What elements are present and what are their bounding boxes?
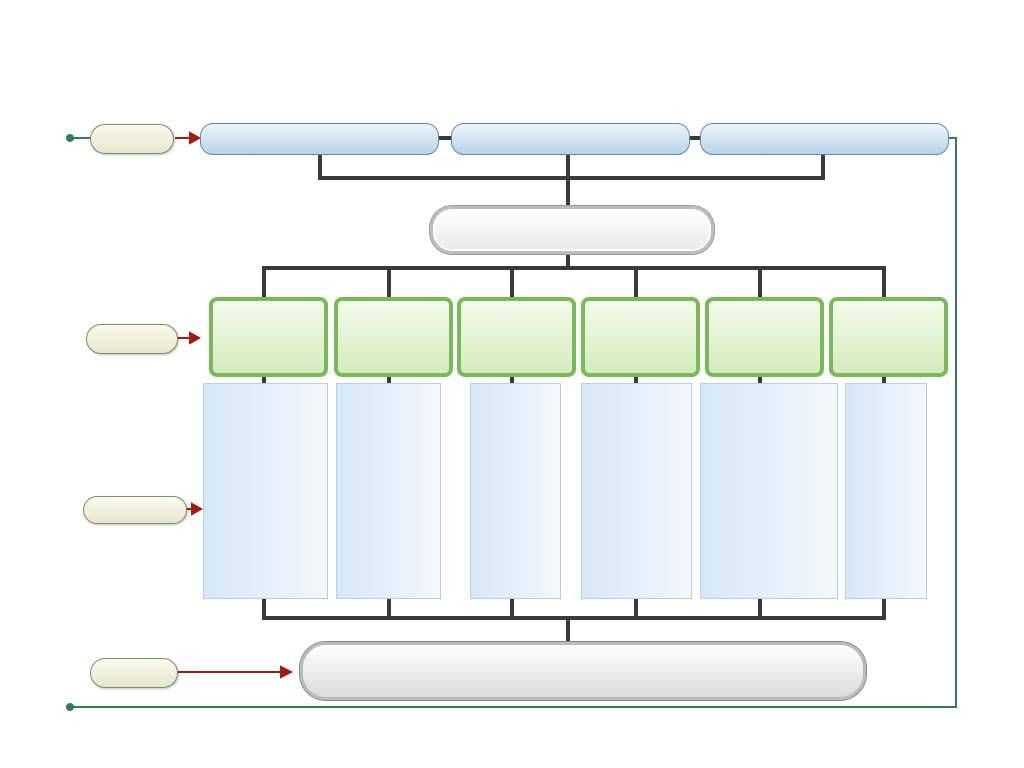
key-points-label <box>83 496 187 524</box>
guideline-box-1 <box>209 297 328 377</box>
background-item-2 <box>451 123 690 155</box>
key-points-box-2 <box>336 383 441 599</box>
frame-dot-top <box>66 134 74 142</box>
overall-goal-label <box>90 658 178 688</box>
key-points-box-4 <box>581 383 692 599</box>
background-label <box>90 124 174 154</box>
key-points-box-5 <box>700 383 838 599</box>
outer-frame-line <box>70 137 957 708</box>
background-item-3 <box>700 123 949 155</box>
guidelines-label <box>86 324 178 354</box>
guideline-box-4 <box>581 297 700 377</box>
key-points-box-3 <box>470 383 561 599</box>
policy-box <box>430 206 714 254</box>
guideline-box-3 <box>457 297 576 377</box>
key-points-box-6 <box>845 383 927 599</box>
guideline-box-6 <box>829 297 948 377</box>
background-item-1 <box>200 123 439 155</box>
overall-goal-box <box>300 642 866 700</box>
frame-dot-bottom <box>66 703 74 711</box>
guideline-box-2 <box>334 297 453 377</box>
key-points-box-1 <box>203 383 328 599</box>
guideline-box-5 <box>705 297 824 377</box>
